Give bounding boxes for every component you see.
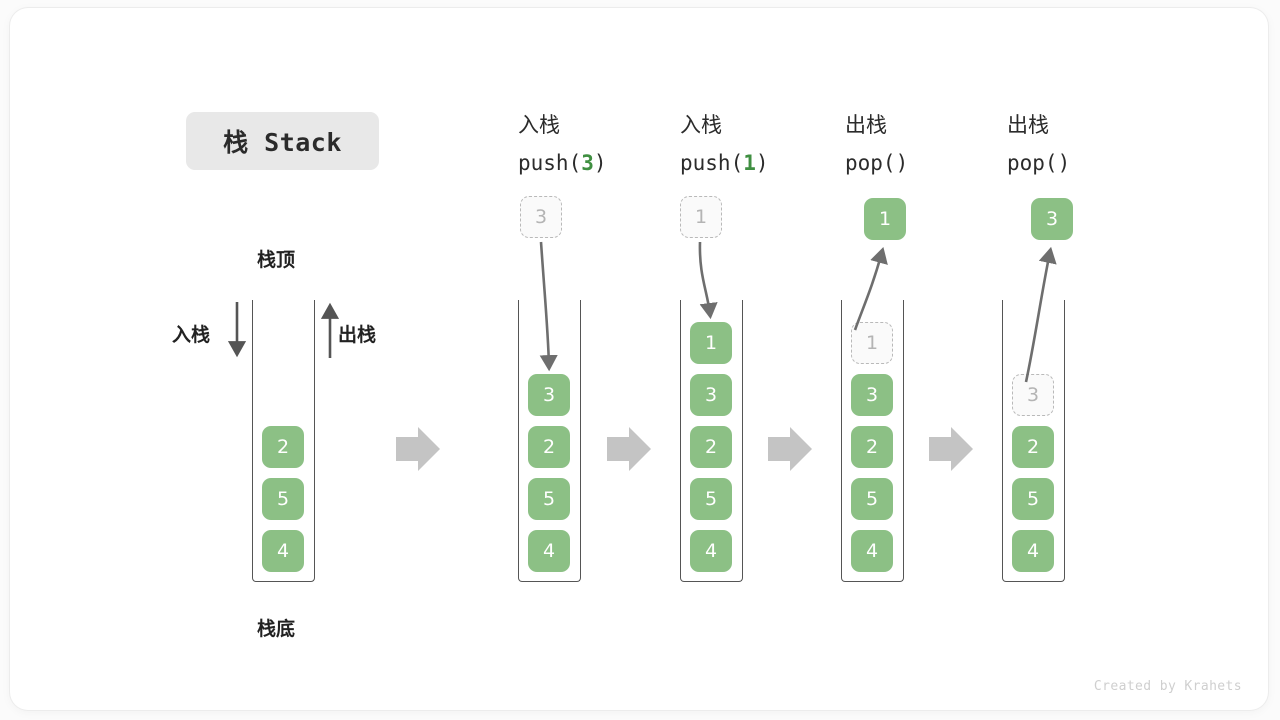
page-title: 栈 Stack <box>223 128 342 157</box>
stack-cell: 4 <box>262 530 304 572</box>
stack-cell: 4 <box>528 530 570 572</box>
stack-cell: 5 <box>1012 478 1054 520</box>
code-suffix-2: ) <box>895 151 909 175</box>
stack-cell: 5 <box>690 478 732 520</box>
stack-cell: 1 <box>851 322 893 364</box>
diagram-title-chip: 栈 Stack <box>186 112 379 170</box>
step-header-push-3: 入栈 push(3) <box>518 106 607 182</box>
stack-cell: 4 <box>851 530 893 572</box>
floating-cell-push-1: 1 <box>680 196 722 238</box>
code-suffix-1: ) <box>755 151 769 175</box>
floating-cell-pop-1: 1 <box>864 198 906 240</box>
stack-cell: 3 <box>1012 374 1054 416</box>
floating-cell-pop-3: 3 <box>1031 198 1073 240</box>
stack-cell: 3 <box>851 374 893 416</box>
stack-cell: 3 <box>528 374 570 416</box>
step-op-cn-0: 入栈 <box>518 113 560 137</box>
code-suffix-3: ) <box>1057 151 1071 175</box>
stack-cell: 2 <box>690 426 732 468</box>
stack-cell: 2 <box>528 426 570 468</box>
step-op-code-2: pop() <box>845 144 908 182</box>
step-op-code-3: pop() <box>1007 144 1070 182</box>
code-prefix-2: pop( <box>845 151 896 175</box>
stack-cell: 2 <box>1012 426 1054 468</box>
code-prefix-0: push( <box>518 151 582 175</box>
stack-tube-pop-1 <box>841 300 904 582</box>
stack-tube-reference <box>252 300 315 582</box>
step-op-code-1: push(1) <box>680 144 769 182</box>
step-op-cn-2: 出栈 <box>845 113 887 137</box>
stack-bottom-label: 栈底 <box>257 618 296 640</box>
code-arg-0: 3 <box>581 151 594 175</box>
attribution-footer: Created by Krahets <box>1093 679 1242 694</box>
code-suffix-0: ) <box>593 151 607 175</box>
stack-cell: 5 <box>262 478 304 520</box>
stack-cell: 5 <box>528 478 570 520</box>
step-header-pop-3: 出栈 pop() <box>1007 106 1070 182</box>
stack-cell: 1 <box>690 322 732 364</box>
stack-tube-push-1 <box>680 300 743 582</box>
step-op-cn-3: 出栈 <box>1007 113 1049 137</box>
step-op-cn-1: 入栈 <box>680 113 722 137</box>
stack-cell: 3 <box>690 374 732 416</box>
pop-direction-label: 出栈 <box>338 324 377 346</box>
push-direction-label: 入栈 <box>172 324 211 346</box>
code-arg-1: 1 <box>743 151 756 175</box>
step-header-pop-1: 出栈 pop() <box>845 106 908 182</box>
code-prefix-1: push( <box>680 151 744 175</box>
stack-cell: 5 <box>851 478 893 520</box>
stack-top-label: 栈顶 <box>257 249 296 271</box>
step-op-code-0: push(3) <box>518 144 607 182</box>
floating-cell-push-3: 3 <box>520 196 562 238</box>
code-prefix-3: pop( <box>1007 151 1058 175</box>
stack-tube-pop-3 <box>1002 300 1065 582</box>
stack-cell: 2 <box>262 426 304 468</box>
step-header-push-1: 入栈 push(1) <box>680 106 769 182</box>
stack-tube-push-3 <box>518 300 581 582</box>
stack-cell: 4 <box>1012 530 1054 572</box>
stack-cell: 4 <box>690 530 732 572</box>
stack-cell: 2 <box>851 426 893 468</box>
